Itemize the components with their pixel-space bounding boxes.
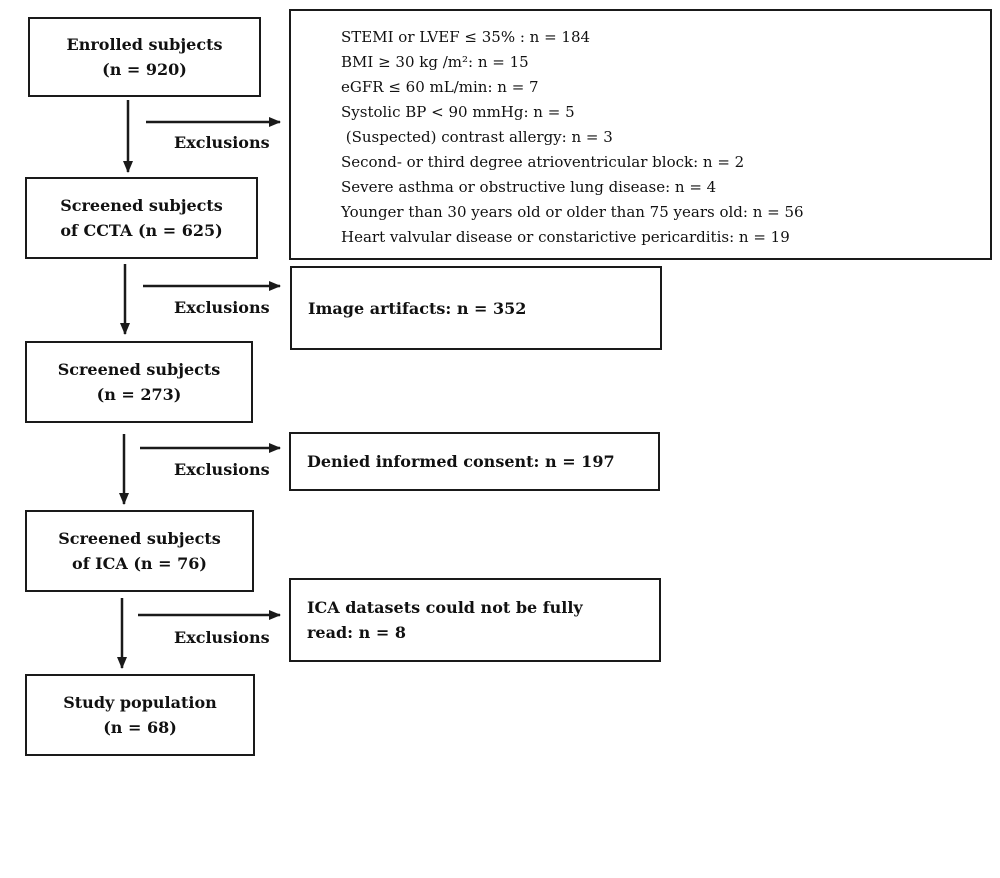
- criteria-item: BMI ≥ 30 kg /m²: n = 15: [341, 53, 529, 71]
- ica-datasets-text-line2: read: n = 8: [307, 623, 406, 642]
- image-artifacts-box: Image artifacts: n = 352: [290, 266, 662, 350]
- screened-subjects-box: Screened subjects (n = 273): [25, 341, 253, 423]
- screened-subjects-title: Screened subjects: [57, 360, 221, 379]
- ica-datasets-text-line1: ICA datasets could not be fully: [307, 598, 583, 617]
- screened-ccta-count: of CCTA (n = 625): [60, 221, 223, 240]
- criteria-item: Systolic BP < 90 mmHg: n = 5: [341, 103, 575, 121]
- criteria-item: Severe asthma or obstructive lung diseas…: [341, 178, 717, 196]
- screened-subjects-count: (n = 273): [96, 385, 182, 404]
- denied-consent-text: Denied informed consent: n = 197: [307, 452, 615, 471]
- screened-ccta-title: Screened subjects: [60, 196, 223, 215]
- criteria-item: Younger than 30 years old or older than …: [341, 203, 804, 221]
- image-artifacts-text: Image artifacts: n = 352: [308, 298, 527, 318]
- screened-ica-count: of ICA (n = 76): [72, 554, 207, 573]
- enrolled-subjects-box: Enrolled subjects (n = 920): [28, 17, 261, 97]
- criteria-item: eGFR ≤ 60 mL/min: n = 7: [341, 78, 539, 96]
- screened-ica-title: Screened subjects: [58, 529, 221, 548]
- exclusions-label-2: Exclusions: [174, 298, 270, 317]
- screened-ica-box: Screened subjects of ICA (n = 76): [25, 510, 254, 592]
- study-population-count: (n = 68): [103, 718, 177, 737]
- exclusions-label-1: Exclusions: [174, 133, 270, 152]
- denied-consent-box: Denied informed consent: n = 197: [289, 432, 660, 491]
- exclusions-label-4: Exclusions: [174, 628, 270, 647]
- criteria-item: Second- or third degree atrioventricular…: [341, 153, 745, 171]
- screened-ccta-box: Screened subjects of CCTA (n = 625): [25, 177, 258, 259]
- study-population-box: Study population (n = 68): [25, 674, 255, 756]
- exclusion-criteria-box: STEMI or LVEF ≤ 35% : n = 184 BMI ≥ 30 k…: [289, 9, 992, 260]
- criteria-item: (Suspected) contrast allergy: n = 3: [341, 128, 613, 146]
- enrolled-subjects-count: (n = 920): [102, 60, 187, 79]
- ica-datasets-box: ICA datasets could not be fully read: n …: [289, 578, 661, 662]
- criteria-item: STEMI or LVEF ≤ 35% : n = 184: [341, 28, 591, 46]
- criteria-item: Heart valvular disease or constarictive …: [341, 228, 790, 246]
- study-population-title: Study population: [63, 693, 217, 712]
- enrolled-subjects-title: Enrolled subjects: [66, 35, 223, 54]
- exclusions-label-3: Exclusions: [174, 460, 270, 479]
